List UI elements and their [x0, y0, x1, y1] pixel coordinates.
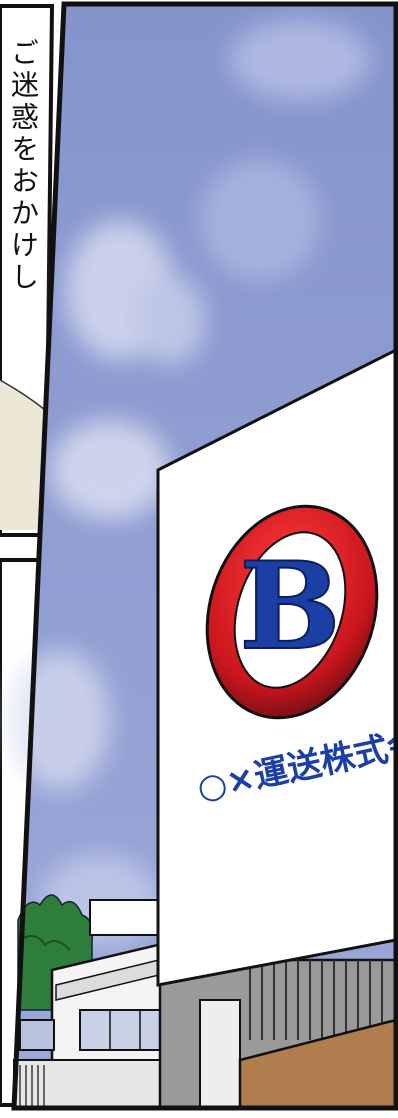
right-building: [158, 958, 398, 1110]
billboard: B ○×運送株式会: [156, 347, 398, 987]
speech-text: ご迷惑をおかけし: [7, 38, 40, 294]
billboard-logo: B: [205, 504, 379, 720]
logo-letter: B: [239, 536, 340, 677]
